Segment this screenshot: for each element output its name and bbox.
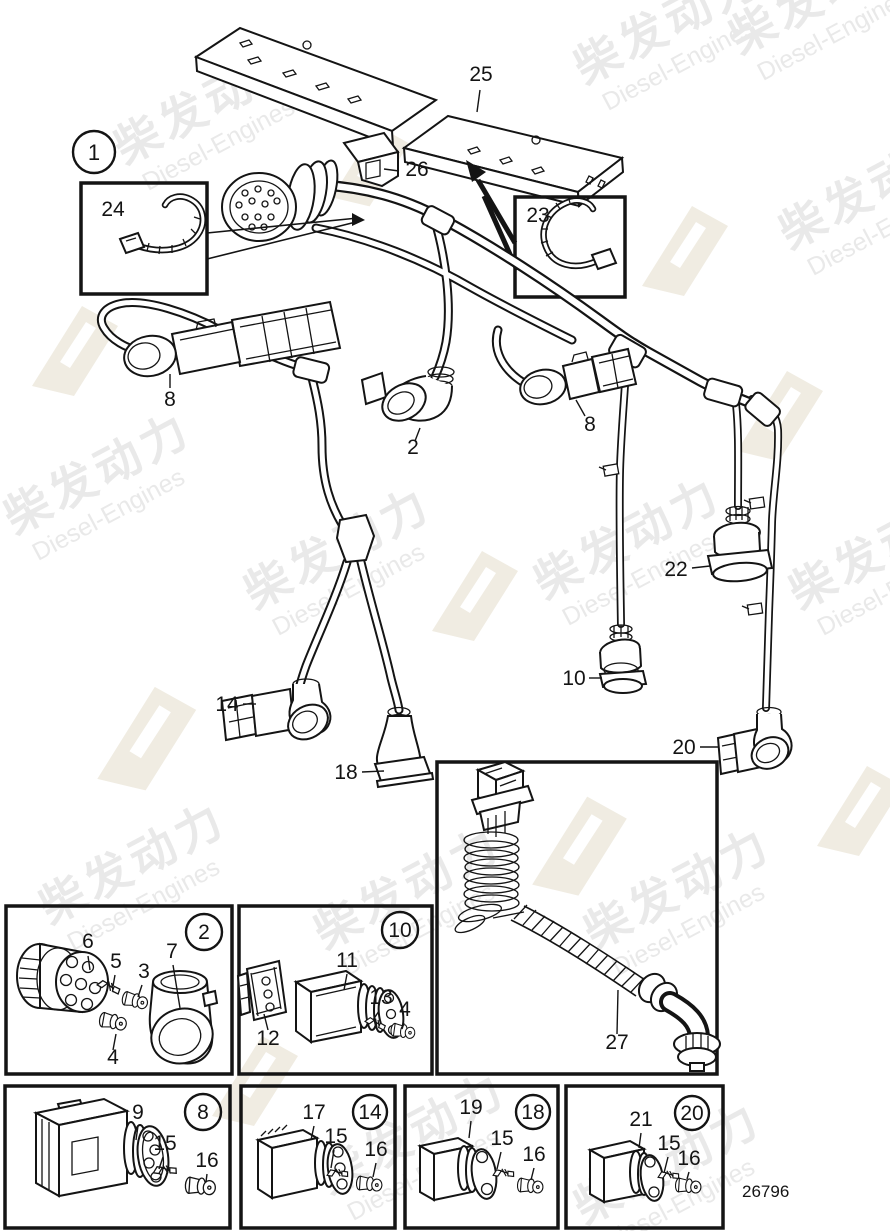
detail-box-18 <box>403 1084 560 1230</box>
part-label-16a: 16 <box>195 1149 218 1172</box>
detail-box-8 <box>3 1084 232 1230</box>
box2-ref: 2 <box>198 921 210 944</box>
connector-10 <box>598 624 648 694</box>
box8-ref: 8 <box>197 1101 209 1124</box>
part-label-15b: 15 <box>324 1125 347 1148</box>
cover-plate-25 <box>193 26 625 208</box>
part-label-3: 3 <box>138 960 150 983</box>
corrugated-hose <box>510 904 721 1072</box>
detail-box-20 <box>564 1084 725 1230</box>
part-label-4b: 4 <box>399 998 411 1021</box>
part-label-15a: 15 <box>153 1132 176 1155</box>
callout-14: 14 <box>215 693 239 716</box>
callout-23: 23 <box>526 204 549 227</box>
callout-8-mid: 8 <box>584 413 596 436</box>
part-label-12: 12 <box>256 1027 279 1050</box>
part-label-16c: 16 <box>522 1143 545 1166</box>
callout-8-left: 8 <box>164 388 176 411</box>
part-label-6: 6 <box>82 930 94 953</box>
callout-24: 24 <box>101 198 125 221</box>
part-label-19: 19 <box>459 1096 482 1119</box>
connector-22 <box>706 505 774 583</box>
cable-tie-box-24 <box>79 181 365 296</box>
box10-ref: 10 <box>388 919 411 942</box>
callout-2: 2 <box>407 436 419 459</box>
part-label-4: 4 <box>107 1046 119 1069</box>
harness-junctions <box>292 205 781 616</box>
assembly-callout-1: 1 <box>71 129 117 175</box>
part-label-7: 7 <box>166 940 178 963</box>
callout-20: 20 <box>672 736 695 759</box>
part-label-17: 17 <box>302 1101 325 1124</box>
connector-20 <box>716 706 793 776</box>
callout-1: 1 <box>88 140 100 165</box>
box14-ref: 14 <box>358 1101 382 1124</box>
leader-lines <box>87 89 718 1183</box>
box20-ref: 20 <box>680 1102 703 1125</box>
part-label-5: 5 <box>110 950 122 973</box>
box18-ref: 18 <box>521 1101 544 1124</box>
part-label-11: 11 <box>336 949 358 972</box>
callout-25: 25 <box>469 63 492 86</box>
connector-18 <box>373 706 435 789</box>
connector-pins <box>235 185 281 231</box>
callout-22: 22 <box>664 558 687 581</box>
callout-18: 18 <box>334 761 357 784</box>
part-label-21: 21 <box>629 1108 652 1131</box>
connector-8-mid <box>519 347 638 406</box>
coiled-section <box>454 831 525 934</box>
clip-26 <box>342 131 400 188</box>
connector-8-left <box>123 300 342 378</box>
detail-box-14 <box>239 1084 397 1230</box>
callout-26: 26 <box>405 158 428 181</box>
main-harness-connector <box>221 159 339 242</box>
callout-labels: 25 26 24 23 8 2 8 22 10 20 14 18 27 2 6 … <box>82 63 789 1201</box>
connector-2 <box>360 366 455 422</box>
part-label-9: 9 <box>132 1101 144 1124</box>
part-label-16d: 16 <box>677 1147 700 1170</box>
connector-14 <box>220 678 332 742</box>
callout-10: 10 <box>562 667 585 690</box>
callout-27: 27 <box>605 1031 628 1054</box>
part-label-15c: 15 <box>490 1127 513 1150</box>
connector-6-pin-holes <box>59 955 102 1011</box>
detail-box-2 <box>4 904 234 1076</box>
part-label-13: 13 <box>369 986 392 1009</box>
drawing-number: 26796 <box>742 1182 789 1201</box>
part-label-15d: 15 <box>657 1132 680 1155</box>
part-label-16b: 16 <box>364 1138 387 1161</box>
hose-inset-box-27 <box>435 760 721 1076</box>
